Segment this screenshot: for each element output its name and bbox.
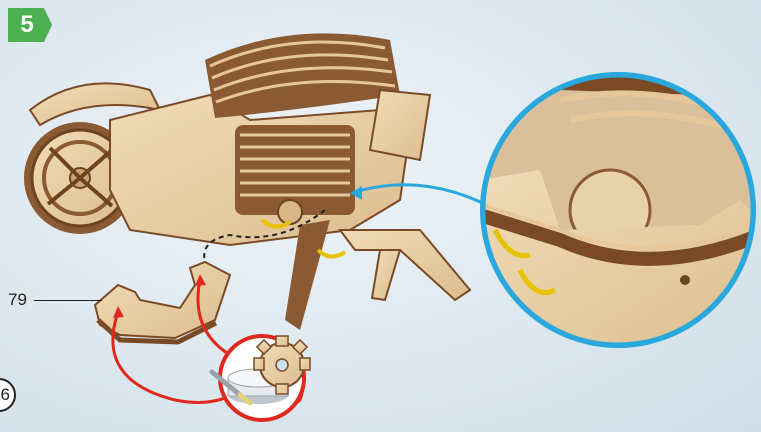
part-leader-line	[34, 300, 102, 301]
seat	[205, 33, 400, 118]
engine	[235, 125, 355, 224]
step-badge: 5	[8, 8, 52, 42]
zoom-callout	[470, 60, 761, 360]
part-79	[95, 262, 230, 342]
step-number: 5	[8, 8, 46, 42]
motorcycle-model	[24, 33, 470, 330]
part-number-label: 79	[8, 290, 27, 310]
stand-legs	[285, 220, 470, 330]
